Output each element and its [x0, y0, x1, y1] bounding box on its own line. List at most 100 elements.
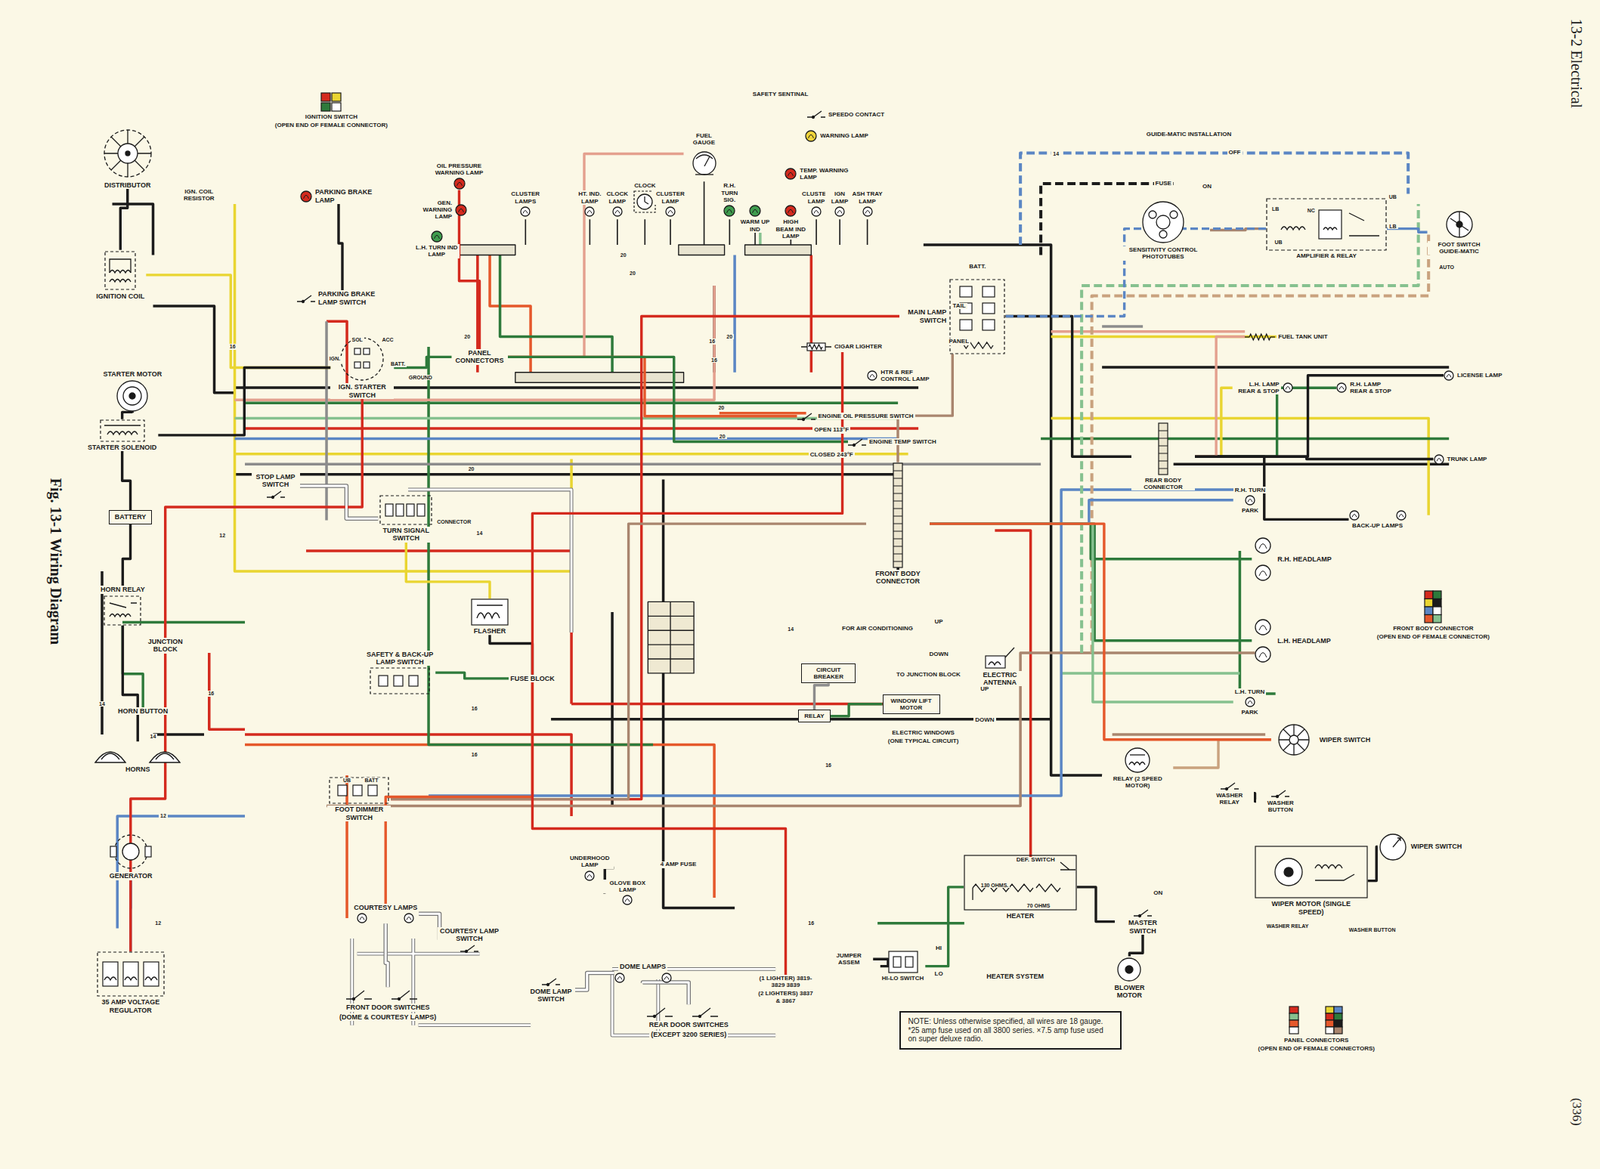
component-label: CLOCK LAMP — [603, 190, 632, 205]
warning-lamp: TEMP. WARNING LAMP — [784, 167, 862, 181]
wire-gauge: 20 — [462, 334, 472, 341]
headlamp-symbol — [1251, 618, 1275, 664]
starter-motor: STARTER MOTOR — [102, 370, 165, 413]
symbol-holder — [96, 951, 165, 997]
wire-gauge: 16 — [709, 357, 719, 364]
symbol-holder — [1423, 590, 1443, 624]
lamp-pair-symbol — [1349, 510, 1407, 521]
symbol-part — [1249, 334, 1271, 341]
symbol-part — [125, 151, 130, 156]
wire — [1005, 316, 1132, 458]
component-label: (OPEN END OF FEMALE CONNECTOR) — [273, 121, 390, 129]
symbol-part — [378, 675, 388, 687]
blower-switch: HI-LO SWITCH — [880, 950, 926, 982]
wire — [145, 275, 331, 369]
lamp-symbol: CLUSTER LAMP — [652, 190, 688, 217]
component-label: TEMP. WARNING LAMP — [798, 167, 862, 181]
gauge-lead — [459, 181, 868, 245]
flasher: FLASHER — [470, 598, 509, 635]
component-label: MAIN LAMP SWITCH — [899, 308, 948, 325]
callout-label: IGN. COIL RESISTOR — [174, 188, 223, 203]
callout-label: DOWN — [928, 651, 951, 659]
component-label: ELECTRIC WINDOWS(ONE TYPICAL CIRCUIT) — [886, 729, 961, 745]
wire — [1194, 387, 1233, 457]
component-label: WARM UP IND — [738, 218, 772, 233]
lamp-symbol-symbol — [1244, 495, 1256, 506]
symbol-part — [354, 348, 361, 355]
horns-symbol — [92, 741, 183, 765]
lamp-symbol: TRUNK LAMP — [1433, 454, 1489, 465]
symbol-holder — [1349, 510, 1407, 521]
component-label: TURN SIGNAL SWITCH — [377, 526, 434, 543]
symbol-part — [805, 130, 817, 142]
symbol-part — [847, 439, 867, 446]
component-label: FOOT SWITCH GUIDE-MATIC — [1427, 241, 1492, 255]
symbol-holder — [1433, 454, 1445, 465]
symbol-part — [117, 380, 148, 412]
symbol-part — [664, 976, 669, 980]
fuse-block-dividers — [647, 601, 694, 673]
wire-gauge: 12 — [153, 920, 163, 927]
symbol-part — [109, 603, 137, 608]
harness-wire — [209, 254, 1031, 857]
component-label: WASHER RELAY — [1205, 792, 1254, 806]
voltage-regulator: 35 AMP VOLTAGE REGULATOR — [87, 951, 174, 1015]
symbol-part — [808, 134, 814, 139]
amplifier: AMPLIFIER & RELAY — [1265, 198, 1387, 260]
switch-symbol-symbol — [460, 943, 479, 954]
component-label: HI-LO SWITCH — [880, 974, 926, 982]
symbol-part — [331, 92, 341, 102]
body-connector: REAR BODY CONNECTOR — [1131, 422, 1195, 491]
symbol-part — [1281, 226, 1306, 230]
symbol-part — [1424, 606, 1433, 616]
connector-face-symbol — [1278, 1005, 1355, 1036]
symbol-part — [1318, 210, 1342, 239]
solenoid: STARTER SOLENOID — [86, 419, 158, 452]
symbol-part — [801, 346, 832, 347]
symbol-part — [109, 613, 131, 617]
harness-wire — [326, 652, 1266, 806]
symbol-part — [982, 303, 995, 314]
symbol-part — [1255, 538, 1271, 554]
callout-label: DEF. SWITCH — [1015, 857, 1057, 864]
warning-lamp-symbol — [454, 204, 468, 217]
callout-label: LB — [1270, 206, 1281, 213]
symbol-part — [385, 504, 394, 517]
component-label: FLASHER — [472, 627, 508, 635]
callout-label: CONNECTOR — [435, 519, 473, 526]
component-label: JUNCTION BLOCK — [137, 637, 194, 654]
component-label: FRONT BODY CONNECTOR — [1391, 625, 1475, 632]
gauge-symbol — [689, 148, 720, 176]
callout-label: AUTO — [1437, 264, 1456, 271]
symbol-part — [1278, 724, 1310, 756]
symbol-part — [406, 504, 415, 517]
component-label: IGNITION SWITCH — [303, 113, 359, 121]
wire — [929, 523, 1234, 703]
component-label: PARKING BRAKE LAMP SWITCH — [316, 290, 388, 307]
lamp-pair: COURTESY LAMPS — [352, 903, 419, 924]
symbol-part — [985, 656, 1006, 669]
body-connector-symbol — [1155, 422, 1171, 476]
symbol-holder — [807, 109, 826, 119]
symbol-part — [300, 191, 312, 202]
symbol-part — [982, 286, 995, 298]
wire — [1005, 229, 1266, 317]
symbol-part — [1255, 565, 1271, 581]
symbol-part — [1220, 782, 1239, 790]
switch-symbol-symbol — [847, 437, 867, 447]
switch-symbol-symbol — [1133, 908, 1152, 918]
symbol-part — [303, 194, 310, 199]
lighter: CIGAR LIGHTER — [801, 341, 884, 353]
symbol-part — [1125, 748, 1150, 773]
symbol-holder — [103, 250, 137, 291]
wire — [830, 704, 883, 717]
component-label: FUEL TANK UNIT — [1276, 333, 1329, 341]
symbol-part — [354, 362, 361, 369]
gauge: FUEL GAUGE — [683, 132, 725, 175]
connector-face: IGNITION SWITCH(OPEN END OF FEMALE CONNE… — [273, 92, 390, 129]
warning-lamp: PARKING BRAKE LAMP — [300, 188, 378, 205]
wire — [390, 316, 900, 800]
symbol-part — [1349, 213, 1380, 236]
lamp-symbol-symbol — [584, 206, 595, 217]
relay: RELAY (2 SPEED MOTOR) — [1101, 746, 1173, 790]
